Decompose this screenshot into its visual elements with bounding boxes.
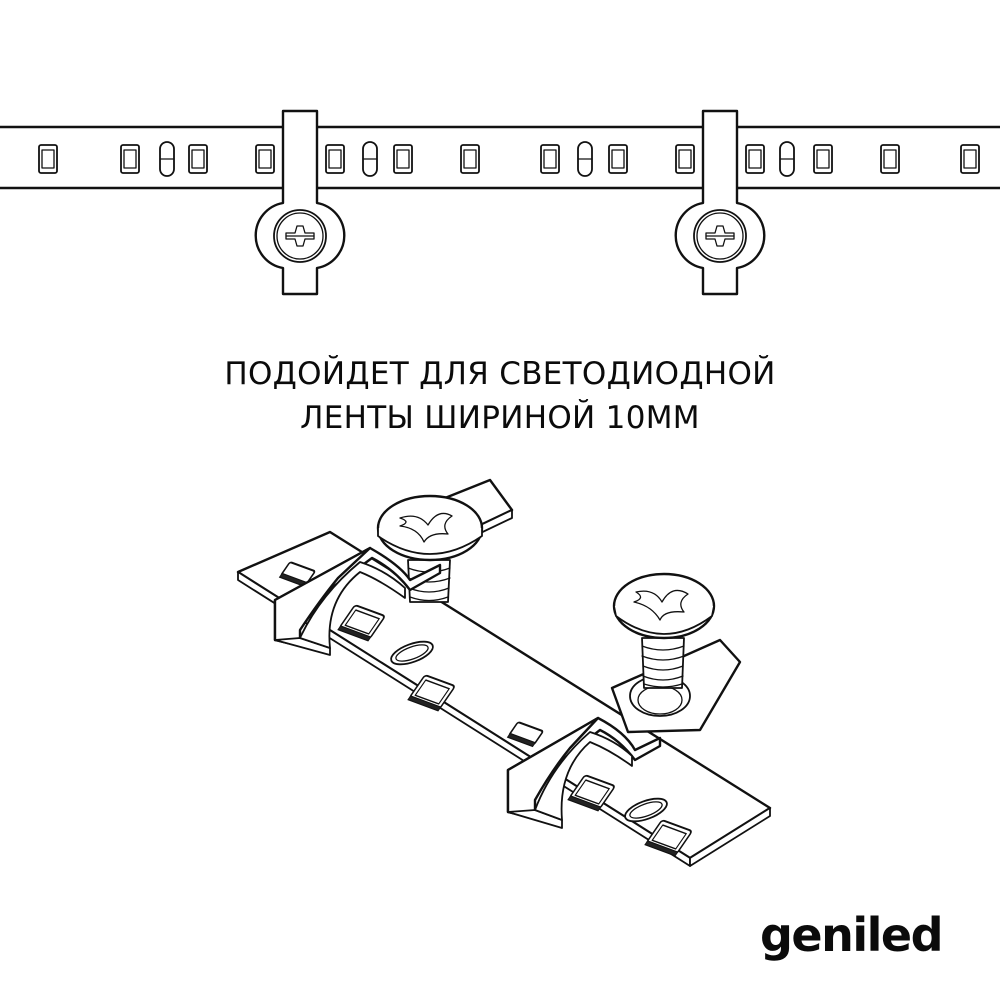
led-chip-inner [748,149,762,169]
mounting-clip-right [674,109,766,296]
led-chip [460,144,480,174]
phillips-screw-icon [633,589,689,621]
led-chip-inner [963,149,977,169]
led-chip-inner [123,149,137,169]
led-chip [540,144,560,174]
caption-line-2: ЛЕНТЫ ШИРИНОЙ 10ММ [300,400,700,436]
phillips-screw-icon [705,225,735,247]
brand-name: geniled [760,908,944,962]
led-chip-inner [611,149,625,169]
led-chip-inner [191,149,205,169]
isometric-clip-left [273,478,514,656]
led-chip-inner [678,149,692,169]
led-chip [38,144,58,174]
led-strip-band [0,125,1000,190]
led-chip [325,144,345,174]
led-chip [880,144,900,174]
led-chip-inner [258,149,272,169]
led-chip-inner [396,149,410,169]
led-chip [120,144,140,174]
led-strip-front-view [0,109,1000,296]
led-chip-row [38,141,980,177]
led-chip [675,144,695,174]
led-chip [960,144,980,174]
brand-logo: geniled [760,900,944,970]
led-chip-inner [543,149,557,169]
led-chip-inner [816,149,830,169]
led-chip [255,144,275,174]
led-chip [813,144,833,174]
compatibility-caption: ПОДОЙДЕТ ДЛЯ СВЕТОДИОДНОЙ ЛЕНТЫ ШИРИНОЙ … [0,352,1000,440]
led-chip [745,144,765,174]
led-chip-inner [41,149,55,169]
isometric-clip-right [506,572,742,829]
caption-line-1: ПОДОЙДЕТ ДЛЯ СВЕТОДИОДНОЙ [224,356,776,392]
mounting-clip-left [254,109,346,296]
led-strip-isometric-view [236,478,772,867]
led-chip-inner [883,149,897,169]
led-chip [393,144,413,174]
led-chip-row-isometric [278,561,692,857]
led-chip [608,144,628,174]
led-chip-inner [328,149,342,169]
phillips-screw-icon [285,225,315,247]
led-chip-inner [463,149,477,169]
led-chip [188,144,208,174]
screw-thread-right [641,637,685,689]
phillips-screw-icon [399,512,453,543]
